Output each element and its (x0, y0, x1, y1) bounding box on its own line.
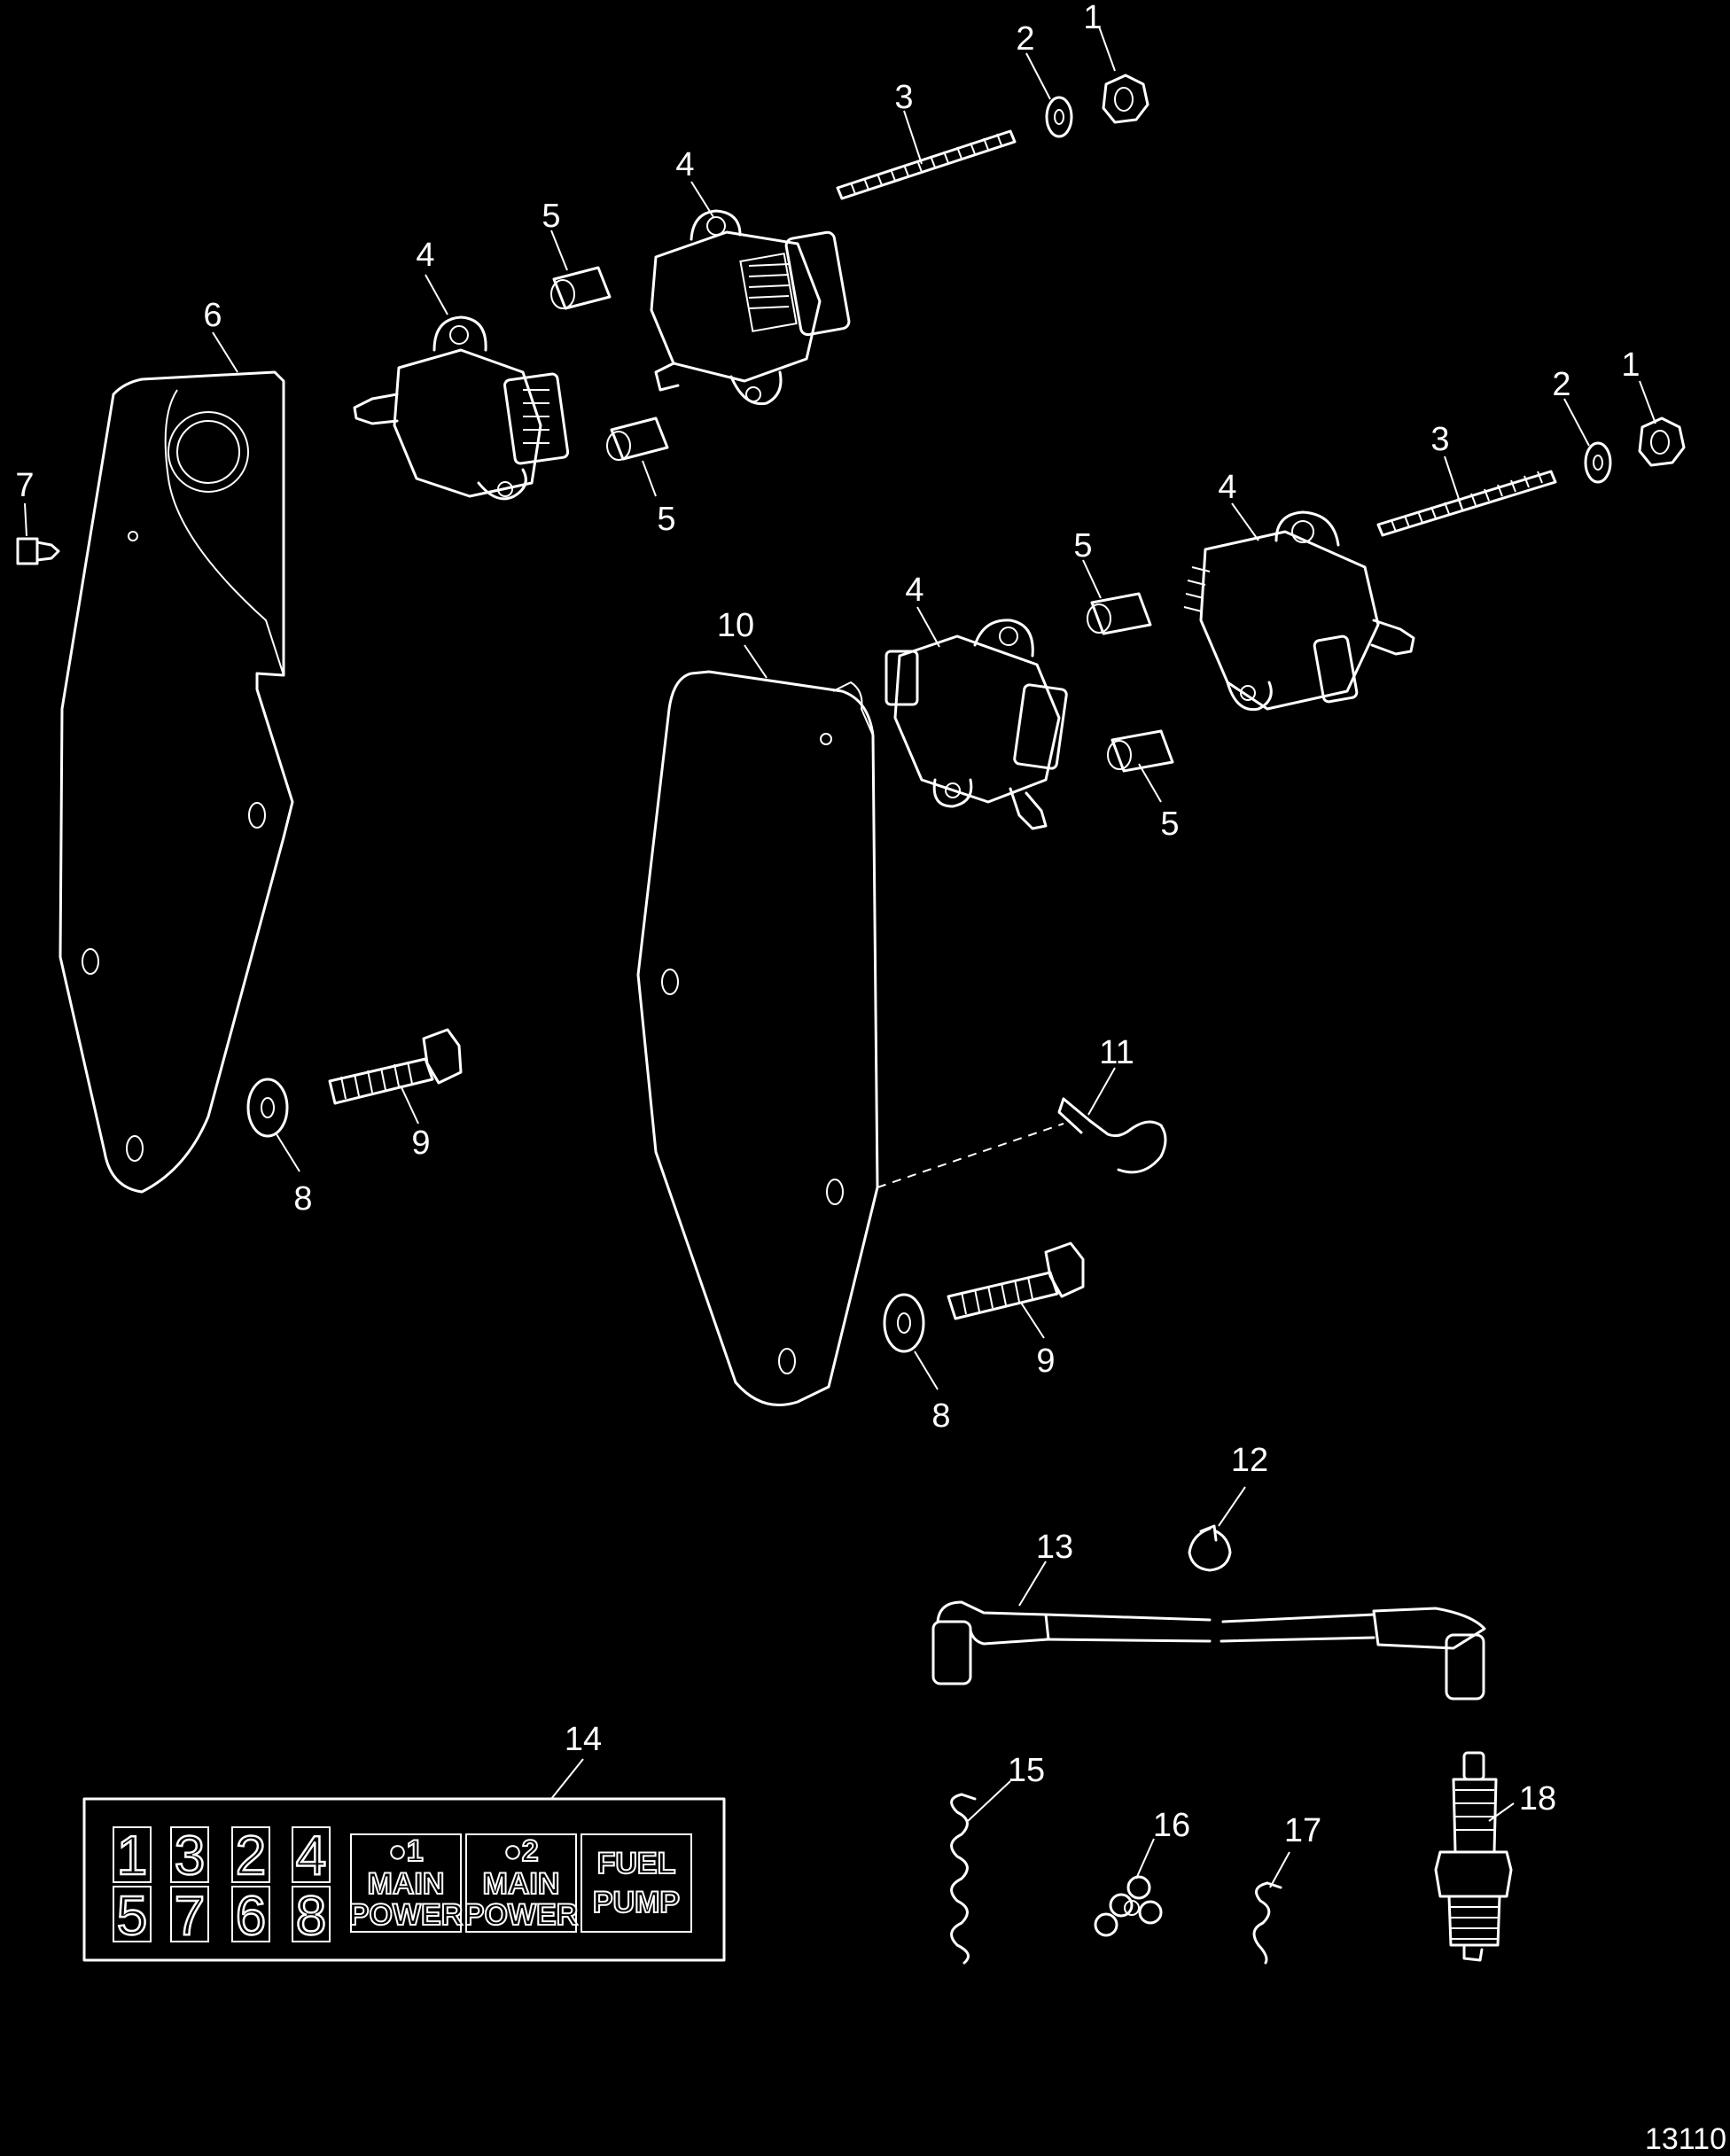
ignition-coil-4d (884, 619, 1068, 830)
bracket-6 (58, 370, 294, 1194)
callout-10: 10 (717, 607, 754, 644)
spacer-5a (550, 266, 612, 310)
spark-plug-lead-13 (931, 1600, 1486, 1701)
decal-number: 5 (117, 1886, 147, 1947)
callout-2: 2 (1016, 20, 1034, 58)
decal-main-power-2: ●2 MAIN POWER (464, 1833, 579, 1933)
decal-14: 1 3 2 4 5 7 6 8 ●1 MAIN POWER ●2 MAIN PO… (82, 1797, 726, 1962)
callout-14: 14 (565, 1721, 602, 1758)
callout-5: 5 (657, 501, 675, 538)
callout-17: 17 (1284, 1812, 1321, 1849)
spacer-5b (606, 416, 669, 461)
callout-5: 5 (542, 198, 560, 235)
decal-text: FUEL (597, 1847, 676, 1880)
callout-5: 5 (1073, 527, 1092, 564)
spark-plug-18 (1434, 1751, 1513, 1962)
spacer-5c (1087, 592, 1152, 635)
washer-2a (1045, 96, 1073, 138)
callout-9: 9 (411, 1125, 430, 1162)
callout-4: 4 (1218, 469, 1236, 506)
decal-number: 4 (296, 1825, 326, 1887)
callout-15: 15 (1008, 1752, 1045, 1789)
callout-4: 4 (675, 146, 694, 183)
callout-5: 5 (1160, 806, 1179, 843)
callout-1: 1 (1621, 346, 1640, 384)
decal-number-grid: 1 3 2 4 5 7 6 8 (113, 1825, 331, 1948)
decal-text: ●1 (388, 1834, 423, 1868)
nut-1b (1638, 416, 1686, 467)
washer-8a (246, 1078, 289, 1138)
clip-11 (877, 1097, 1167, 1188)
decal-number: 1 (117, 1825, 147, 1887)
callout-8: 8 (931, 1397, 950, 1435)
callout-3: 3 (1430, 421, 1449, 458)
ignition-coil-4c (1183, 510, 1415, 712)
ignition-coil-4b (650, 209, 851, 406)
callout-12: 12 (1231, 1442, 1268, 1479)
screw-7 (16, 537, 60, 565)
callout-4: 4 (416, 237, 434, 274)
decal-number: 6 (236, 1886, 266, 1947)
decal-fuel-pump: FUEL PUMP (581, 1833, 692, 1933)
ignition-coil-4a (353, 315, 570, 501)
callout-16: 16 (1153, 1807, 1190, 1844)
callout-labels: 1 2 3 4 5 4 6 5 7 1 2 3 4 5 4 10 5 11 9 … (15, 0, 1640, 1849)
callout-7: 7 (15, 467, 34, 504)
clip-12 (1188, 1524, 1232, 1572)
callout-2: 2 (1552, 366, 1570, 403)
washer-8b (883, 1293, 925, 1353)
callout-8: 8 (293, 1180, 312, 1218)
nut-1a (1102, 74, 1149, 124)
decal-text: MAIN (483, 1867, 560, 1901)
callout-13: 13 (1036, 1529, 1073, 1566)
decal-number: 8 (296, 1886, 326, 1947)
figure-id: 13110 (1645, 2122, 1726, 2156)
leader-lines (24, 26, 1656, 1888)
washer-2b (1584, 441, 1612, 484)
callout-4: 4 (905, 572, 923, 609)
callout-18: 18 (1519, 1780, 1556, 1817)
callout-9: 9 (1036, 1343, 1055, 1380)
stud-3a (836, 129, 1017, 200)
decal-text: POWER (464, 1898, 578, 1932)
bolt-9b (947, 1241, 1085, 1320)
decal-text: POWER (349, 1898, 463, 1932)
decal-number: 7 (175, 1886, 205, 1947)
wire-clip-15 (950, 1793, 977, 1965)
decal-text: PUMP (593, 1886, 680, 1919)
callout-11: 11 (1099, 1034, 1134, 1071)
callout-3: 3 (894, 79, 913, 116)
spacer-5d (1107, 729, 1174, 773)
callout-1: 1 (1083, 0, 1102, 36)
decal-main-power-1: ●1 MAIN POWER (348, 1833, 464, 1933)
bolt-9a (328, 1028, 463, 1105)
decal-text: MAIN (368, 1867, 445, 1901)
bracket-10 (636, 670, 879, 1406)
decal-number: 3 (175, 1825, 205, 1887)
wire-clip-16 (1094, 1875, 1163, 1937)
decal-number: 2 (236, 1825, 266, 1887)
callout-6: 6 (203, 297, 222, 334)
wire-clip-17 (1252, 1881, 1282, 1965)
decal-text: ●2 (503, 1834, 538, 1868)
